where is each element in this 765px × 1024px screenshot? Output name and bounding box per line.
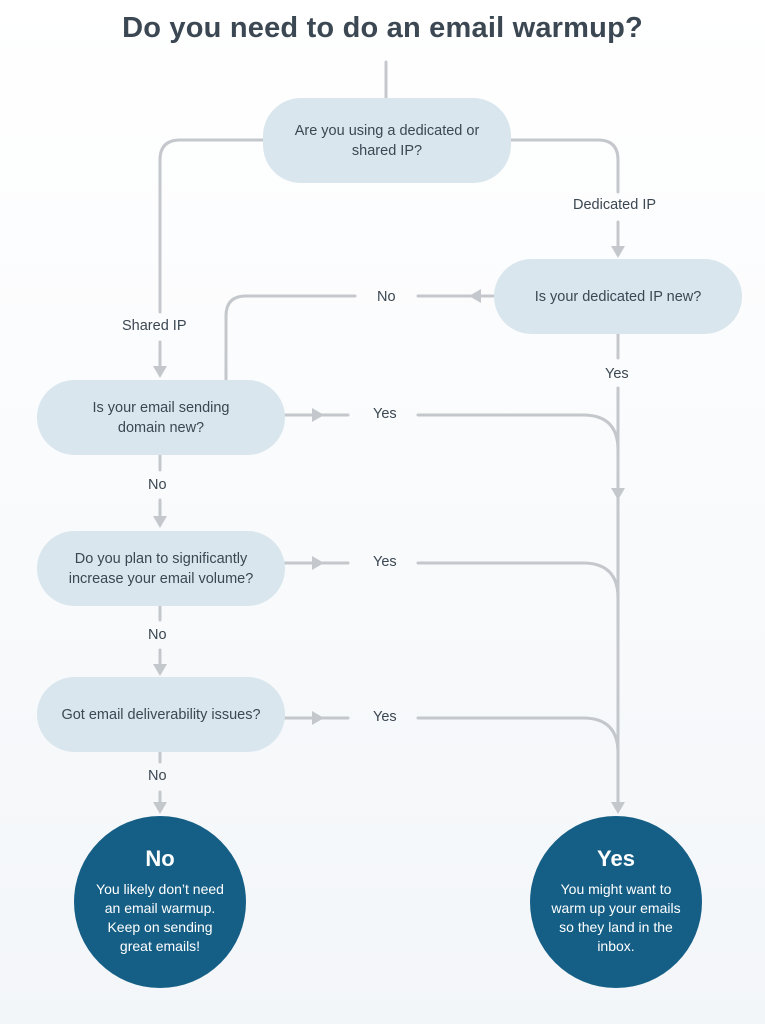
node-sending-domain-new: Is your email sending domain new? (37, 380, 285, 455)
diagram-title: Do you need to do an email warmup? (122, 12, 643, 44)
label-domain-no: No (148, 477, 167, 493)
result-yes: Yes You might want to warm up your email… (530, 816, 702, 988)
connector-volume-yes-right (416, 561, 620, 600)
connector-shared-ip (158, 138, 265, 314)
arrowhead-issues-yes (312, 711, 324, 725)
label-ip-new-no: No (377, 289, 396, 305)
arrowhead-volume-yes (312, 556, 324, 570)
node-increase-volume-text: Do you plan to significantly increase yo… (68, 550, 254, 587)
arrowhead-domain-yes (312, 408, 324, 422)
label-ip-new-yes: Yes (605, 366, 629, 382)
label-shared-ip: Shared IP (122, 318, 187, 334)
connector-domain-yes-right (416, 413, 620, 452)
node-dedicated-ip-new: Is your dedicated IP new? (494, 259, 742, 334)
arrowhead-dedicated-ip (611, 246, 625, 258)
arrowhead-trunk-end (611, 802, 625, 814)
result-yes-title: Yes (597, 846, 635, 871)
node-dedicated-or-shared-ip-text: Are you using a dedicated or shared IP? (294, 122, 480, 159)
result-yes-text: You might want to warm up your emails so… (551, 881, 681, 954)
arrowhead-ip-new-no (469, 289, 481, 303)
label-issues-no: No (148, 768, 167, 784)
arrowhead-volume-no (153, 664, 167, 676)
node-dedicated-ip-new-text: Is your dedicated IP new? (534, 288, 702, 305)
label-volume-yes: Yes (373, 554, 397, 570)
node-deliverability-issues-text: Got email deliverability issues? (61, 706, 261, 723)
arrowhead-issues-no (153, 802, 167, 814)
connector-ip-new-no-left (224, 294, 357, 382)
result-no-text: You likely don’t need an email warmup. K… (96, 881, 224, 954)
arrowhead-domain-no (153, 516, 167, 528)
node-dedicated-or-shared-ip: Are you using a dedicated or shared IP? (263, 98, 511, 183)
result-no-title: No (145, 846, 175, 871)
label-volume-no: No (148, 627, 167, 643)
label-domain-yes: Yes (373, 406, 397, 422)
label-issues-yes: Yes (373, 709, 397, 725)
arrowhead-trunk-mid (611, 488, 625, 500)
node-sending-domain-new-text: Is your email sending domain new? (92, 399, 230, 436)
result-no: No You likely don’t need an email warmup… (74, 816, 246, 988)
node-deliverability-issues: Got email deliverability issues? (37, 677, 285, 752)
connector-dedicated-ip (508, 138, 620, 194)
arrowhead-shared-ip (153, 366, 167, 378)
connector-issues-yes-right (416, 716, 620, 755)
label-dedicated-ip: Dedicated IP (573, 197, 657, 213)
node-increase-volume: Do you plan to significantly increase yo… (37, 531, 285, 606)
